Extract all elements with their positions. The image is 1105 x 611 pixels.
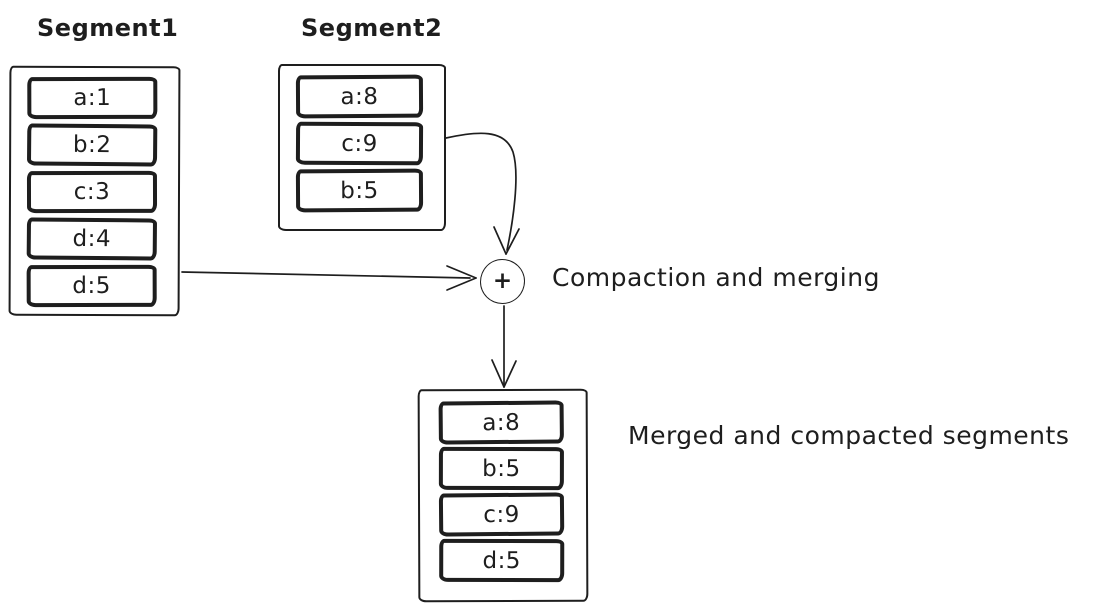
merged-segment-label: Merged and compacted segments	[628, 421, 1070, 450]
arrow-merge-node-to-merged-segment	[491, 305, 517, 388]
segment1-row: b:2	[26, 123, 158, 167]
segment2-row: c:9	[295, 121, 424, 166]
segment1-box: a:1 b:2 c:3 d:4 d:5	[8, 65, 181, 317]
merged-segment-row: d:5	[439, 538, 565, 583]
plus-icon: +	[492, 267, 513, 294]
merge-node-label: Compaction and merging	[552, 263, 880, 292]
segment1-row: d:4	[26, 217, 158, 261]
segment1-row: a:1	[27, 76, 158, 120]
segment2-box: a:8 c:9 b:5	[278, 64, 446, 231]
segment1-row: c:3	[26, 170, 158, 214]
segment1-row: d:5	[26, 264, 157, 308]
arrow-segment1-to-merge-node	[181, 265, 477, 291]
merged-segment-row: b:5	[438, 446, 564, 491]
segment2-row: a:8	[295, 74, 424, 119]
merged-segment-box: a:8 b:5 c:9 d:5	[417, 388, 589, 603]
merged-segment-row: a:8	[438, 400, 564, 445]
arrow-segment2-to-merge-node	[445, 132, 520, 255]
segment2-label: Segment2	[301, 14, 443, 42]
segment1-label: Segment1	[37, 14, 179, 42]
merged-segment-row: c:9	[438, 492, 565, 537]
merge-node: +	[480, 259, 525, 304]
segment2-row: b:5	[295, 168, 424, 213]
